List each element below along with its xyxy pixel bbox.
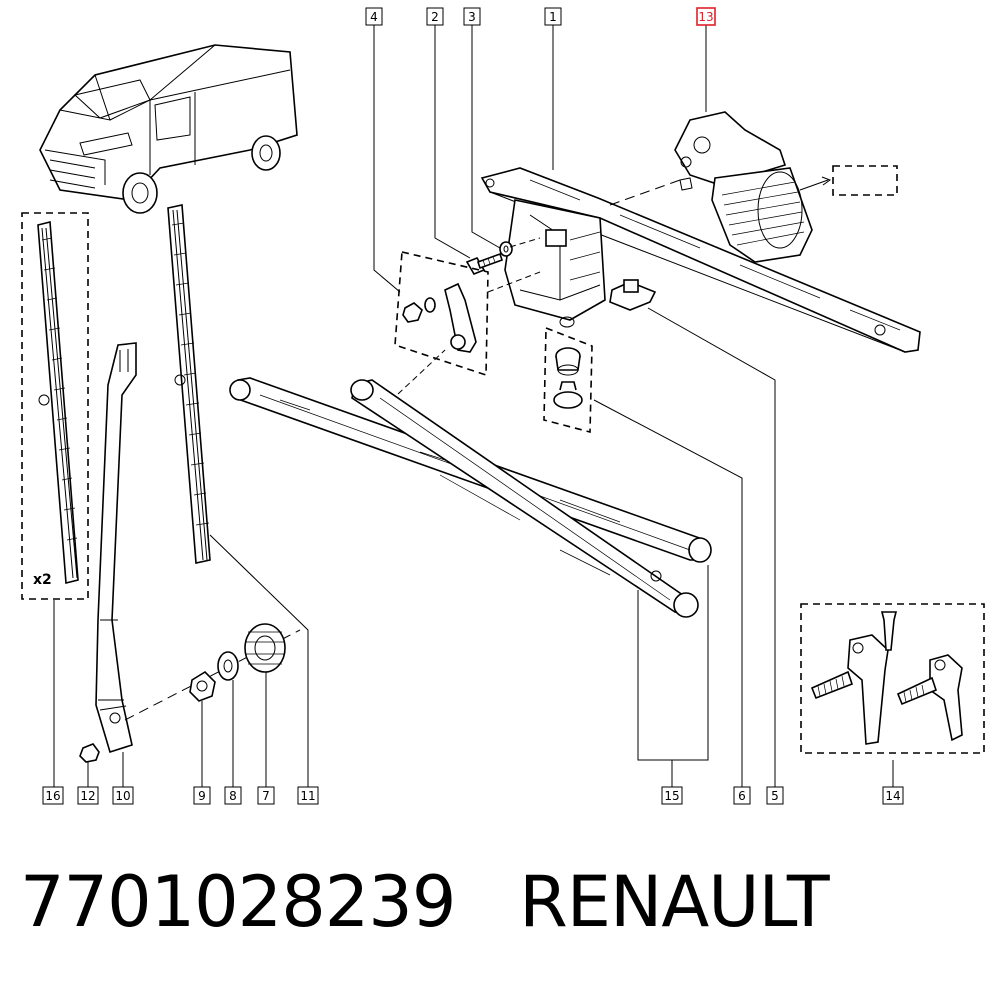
- callout-10: 10: [112, 786, 134, 805]
- callout-11: 11: [297, 786, 319, 805]
- callout-4: 4: [365, 7, 383, 26]
- van-illustration: [39, 44, 298, 214]
- quantity-label: x2: [33, 572, 52, 588]
- callout-number: 3: [468, 10, 476, 24]
- callout-number: 10: [115, 789, 130, 803]
- wiper-arm: [95, 342, 137, 754]
- linkage-rods: [229, 377, 712, 618]
- callout-number: 2: [431, 10, 439, 24]
- motor-fixing-placeholder: [609, 165, 898, 206]
- bolt-and-washer: [465, 237, 541, 275]
- callout-6: 6: [733, 786, 751, 805]
- callout-number: 7: [262, 789, 270, 803]
- callout-number: 14: [885, 789, 900, 803]
- callout-3: 3: [463, 7, 481, 26]
- callout-number: 12: [80, 789, 95, 803]
- nut-12: [79, 743, 100, 763]
- callout-15: 15: [661, 786, 683, 805]
- leader-lines: [53, 25, 894, 787]
- callout-8: 8: [224, 786, 242, 805]
- grommet-set: [543, 326, 593, 434]
- callout-number: 4: [370, 10, 378, 24]
- wiper-frame: [480, 167, 921, 353]
- wiper-blade-pair: x2: [21, 212, 89, 600]
- brand-name: RENAULT: [519, 861, 829, 943]
- callout-16: 16: [42, 786, 64, 805]
- callout-number: 5: [771, 789, 779, 803]
- callout-number: 15: [664, 789, 679, 803]
- callout-2: 2: [426, 7, 444, 26]
- callout-number: 16: [45, 789, 60, 803]
- wiper-blade-single: [167, 204, 211, 564]
- callout-number: 8: [229, 789, 237, 803]
- callout-14: 14: [882, 786, 904, 805]
- callout-5: 5: [766, 786, 784, 805]
- callout-number: 13: [698, 10, 713, 24]
- callout-number: 11: [300, 789, 315, 803]
- wiper-motor: [674, 111, 813, 263]
- callout-13-highlighted[interactable]: 13: [696, 7, 716, 26]
- crank-assembly: [394, 251, 541, 395]
- spindle-fixings: [124, 623, 301, 721]
- callout-number: 6: [738, 789, 746, 803]
- part-reference-footer: 7701028239 RENAULT: [20, 861, 830, 943]
- clip: [609, 279, 657, 311]
- callout-number: 9: [198, 789, 206, 803]
- callout-number: 1: [549, 10, 557, 24]
- spindle-assembly: [800, 603, 985, 754]
- part-number: 7701028239: [20, 861, 456, 943]
- callout-7: 7: [257, 786, 275, 805]
- callout-9: 9: [193, 786, 211, 805]
- callout-1: 1: [544, 7, 562, 26]
- callout-12: 12: [77, 786, 99, 805]
